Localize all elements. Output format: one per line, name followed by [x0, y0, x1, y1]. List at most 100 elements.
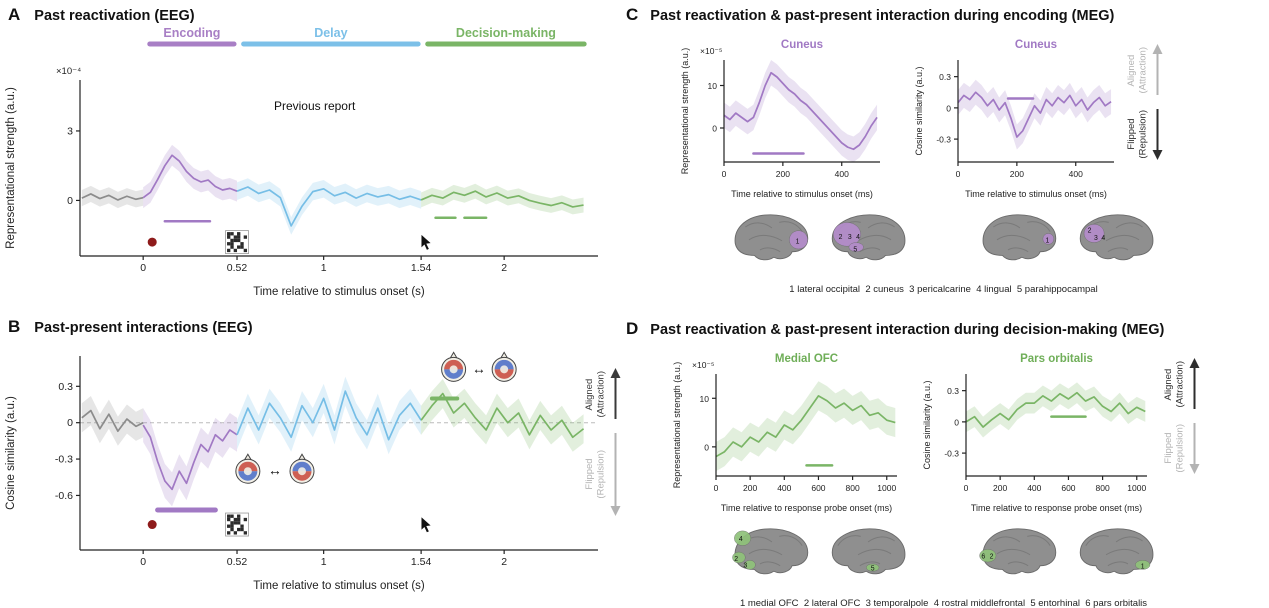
x-tick-label: 1 — [321, 262, 327, 274]
series-line — [236, 390, 422, 441]
region-number-label: 2 — [1087, 228, 1091, 235]
up-arrow-icon — [610, 368, 621, 419]
series-decision-making — [420, 379, 585, 452]
topo-pair-icon: ↔ — [235, 453, 315, 484]
x-tick-label: 400 — [1027, 483, 1041, 493]
x-axis-label: Time relative to stimulus onset (ms) — [965, 189, 1107, 199]
region-patch — [733, 530, 751, 546]
x-tick-label: 400 — [777, 483, 791, 493]
x-tick-label: 0 — [722, 169, 727, 179]
series-line — [723, 71, 878, 151]
y-axis-label: Representational strength (a.u.) — [5, 87, 17, 249]
double-arrow-icon: ↔ — [472, 360, 486, 376]
region-patch — [1134, 560, 1150, 570]
x-tick-label: 1.54 — [411, 556, 432, 568]
brain-outline — [831, 528, 905, 575]
subplot-title: Medial OFC — [775, 353, 838, 365]
x-axis-label: Time relative to stimulus onset (s) — [253, 580, 425, 592]
y-tick-label: -0.6 — [55, 490, 73, 502]
x-tick-label: 200 — [743, 483, 757, 493]
brain-lateral-view: 1 — [734, 214, 808, 261]
cursor-icon — [420, 515, 433, 534]
x-tick-label: 800 — [846, 483, 860, 493]
region-patch — [788, 230, 808, 250]
panel-b-header: B Past-present interactions (EEG) — [8, 317, 253, 337]
y-tick-label: 0 — [67, 195, 73, 207]
x-tick-label: 0 — [714, 483, 719, 493]
aligned-attraction-arrow: Aligned(Attraction) — [1126, 44, 1164, 96]
brain-lateral-view: 423 — [731, 528, 808, 575]
region-number-label: 2 — [989, 553, 993, 560]
panel-c-letter: C — [626, 5, 639, 24]
brain-medial-view: 5 — [831, 528, 905, 575]
subplot-title: Pars orbitalis — [1020, 353, 1093, 365]
series-encoding — [723, 60, 878, 162]
brain-outline — [1079, 528, 1153, 575]
y-tick-label: 3 — [67, 125, 73, 137]
down-arrow-icon — [1189, 423, 1200, 474]
y-tick-label: -0.3 — [55, 454, 73, 466]
series-line — [236, 186, 422, 227]
topographic-head-icon — [289, 453, 315, 484]
panel-c-header: C Past reactivation & past-present inter… — [626, 5, 1114, 25]
direction-legend: Aligned(Attraction)Flipped(Repulsion) — [1126, 44, 1164, 160]
direction-legend: Aligned(Attraction)Flipped(Repulsion) — [1163, 358, 1201, 474]
epoch-label: Decision-making — [456, 26, 556, 40]
x-tick-label: 1 — [321, 556, 327, 568]
stim-dot-icon — [147, 237, 157, 247]
axis-exponent-label: ×10⁻⁴ — [56, 66, 81, 77]
down-arrow-icon — [1152, 109, 1163, 160]
x-tick-label: 200 — [776, 169, 790, 179]
series-baseline — [81, 396, 144, 446]
panel-c: C Past reactivation & past-present inter… — [618, 0, 1269, 314]
brain-medial-view: 1 — [1079, 528, 1153, 575]
series-line — [957, 91, 1112, 138]
brain-region-caption: 1 medial OFC 2 lateral OFC 3 temporalpol… — [739, 598, 1148, 608]
x-tick-label: 800 — [1096, 483, 1110, 493]
confidence-band — [958, 79, 1112, 150]
y-tick-label: 0 — [67, 417, 73, 429]
y-tick-label: 0 — [954, 417, 959, 427]
topo-pair-icon: ↔ — [441, 351, 517, 382]
region-number-label: 1 — [795, 239, 799, 246]
y-axis-label: Representational strength (a.u.) — [672, 362, 682, 489]
panel-a-header: A Past reactivation (EEG) — [8, 5, 195, 25]
panel-d-header: D Past reactivation & past-present inter… — [626, 319, 1164, 339]
y-tick-label: -0.3 — [944, 449, 959, 459]
series-line — [142, 424, 238, 491]
x-tick-label: 0.52 — [227, 556, 248, 568]
region-number-label: 3 — [743, 563, 747, 570]
y-tick-label: -0.3 — [936, 135, 951, 145]
x-tick-label: 600 — [811, 483, 825, 493]
y-tick-label: 0.3 — [947, 386, 959, 396]
x-tick-label: 0 — [140, 556, 146, 568]
y-tick-label: 0.3 — [939, 72, 951, 82]
y-tick-label: 0 — [946, 103, 951, 113]
series-line — [715, 395, 896, 458]
topographic-head-icon — [491, 351, 517, 382]
epoch-label: Delay — [314, 26, 347, 40]
confidence-band — [143, 144, 238, 209]
series-delay — [236, 376, 422, 455]
series-line — [142, 154, 238, 199]
stim-dot-icon — [147, 520, 157, 530]
brain-lateral-view: 1 — [982, 214, 1056, 261]
y-axis-label: Cosine similarity (a.u.) — [914, 66, 924, 155]
x-tick-label: 200 — [993, 483, 1007, 493]
subplot-title: Cuneus — [1015, 39, 1057, 51]
series-delay — [236, 178, 422, 235]
x-tick-label: 0 — [964, 483, 969, 493]
aligned-attraction-arrow: Aligned(Attraction) — [1163, 358, 1201, 410]
